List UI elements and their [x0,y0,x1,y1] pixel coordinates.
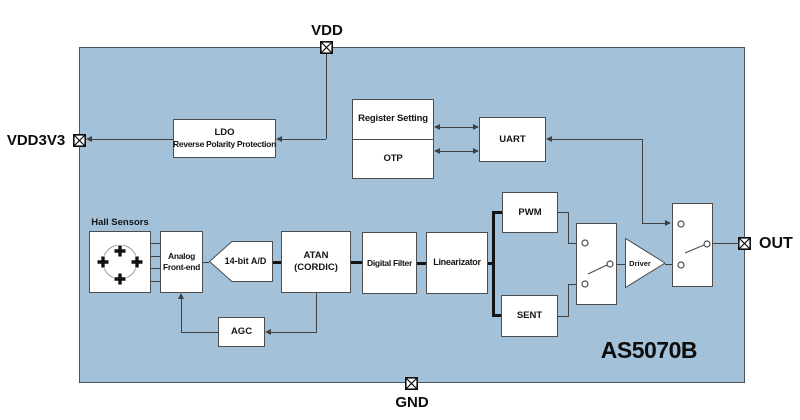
wire-hall-afe-3 [151,268,160,269]
arrowhead-into-ldo [276,136,282,142]
vdd3v3-pin-label: VDD3V3 [6,132,66,149]
arrowhead-into-uart-right [546,136,552,142]
arrowhead-into-out-switch [665,220,671,226]
wire-switch2-out [713,243,739,244]
wire-filter-linearizator [417,262,426,265]
analog-front-end-block: Analog Front-end [160,231,203,293]
ldo-block: LDO Reverse Polarity Protection [173,119,276,158]
digital-filter-block: Digital Filter [362,232,417,294]
uart-block: UART [479,117,546,162]
switch-icon [581,239,614,288]
atan-cordic-block: ATAN (CORDIC) [281,231,351,293]
linearizator-block: Linearizator [426,232,488,294]
wire-pwm-out-v [568,212,569,244]
wire-hall-afe-1 [151,243,160,244]
wire-adc-atan [273,261,281,264]
out-pin-switch [672,203,713,287]
driver-label: Driver [629,258,651,268]
wire-hall-afe-2 [151,256,160,257]
wire-sent-out-h [558,316,569,317]
wire-pwm-into-switch [568,243,576,244]
afe-line2: Front-end [163,262,200,272]
agc-label: AGC [230,326,253,338]
arrowhead-into-register [434,124,440,130]
wire-vdd-drop [326,54,327,139]
wire-vdd-to-ldo [282,139,326,140]
chip-boundary [79,47,745,383]
atan-line1: ATAN [303,250,329,262]
arrowhead-into-vdd3v3-pin [86,136,92,142]
uart-label: UART [499,133,526,145]
vdd-pin-label: VDD [311,22,343,39]
arrowhead-into-afe [178,293,184,299]
vdd3v3-pin-icon [73,134,86,147]
wire-driver-switch2 [665,264,672,265]
ldo-line2: Reverse Polarity Protection [173,139,276,150]
afe-line1: Analog [167,251,195,262]
wire-atan-filter [351,261,362,264]
output-select-switch [576,223,617,305]
pwm-label: PWM [518,206,542,218]
arrowhead-into-uart-top [473,124,479,130]
wire-uart-h [552,139,642,140]
wire-linearizator-branch [488,262,495,265]
hall-sensors-label: Hall Sensors [91,217,149,228]
wire-atan-agc-v [316,293,317,333]
wire-agc-afe-h [181,332,218,333]
out-pin-icon [738,237,751,250]
wire-agc-afe-v [181,299,182,333]
wire-afe-adc [203,262,209,263]
hall-sensors-icon [96,244,144,286]
driver-block-shape [625,238,666,288]
wire-switch-driver [617,264,625,265]
adc-block-shape [209,241,273,282]
wire-hall-afe-4 [151,281,160,282]
arrowhead-into-uart-bottom [473,148,479,154]
vdd-pin-icon [320,41,333,54]
wire-branch-vertical [492,211,495,317]
hall-sensors-block [89,231,151,293]
out-pin-label: OUT [759,235,793,252]
register-setting-block: Register Setting [353,100,433,140]
arrowhead-into-agc [265,329,271,335]
chip-name: AS5070B [600,337,698,363]
ldo-line1: LDO [214,127,235,139]
agc-block: AGC [218,317,265,347]
digital-filter-label: Digital Filter [367,257,412,268]
wire-sent-out-v [568,284,569,317]
wire-uart-to-switch [642,223,666,224]
arrowhead-into-otp [434,148,440,154]
adc-label: 14-bit A/D [224,256,267,267]
linearizator-label: Linearizator [433,257,481,268]
wire-otp-uart [440,151,474,152]
otp-block: OTP [383,152,403,164]
wire-atan-agc-h [271,332,317,333]
switch-icon [677,220,711,269]
sent-block: SENT [501,295,558,337]
sent-label: SENT [516,310,543,322]
wire-branch-pwm [494,211,502,214]
register-otp-block: Register Setting OTP [352,99,434,179]
atan-line2: (CORDIC) [294,262,338,273]
wire-register-uart [440,127,474,128]
wire-ldo-to-vdd3v3 [92,139,173,140]
wire-branch-sent [494,314,501,317]
gnd-pin-icon [405,377,418,390]
gnd-pin-label: GND [395,394,429,411]
pwm-block: PWM [502,192,558,233]
wire-pwm-out-h [558,212,569,213]
wire-sent-into-switch [568,284,576,285]
wire-uart-v [642,139,643,224]
